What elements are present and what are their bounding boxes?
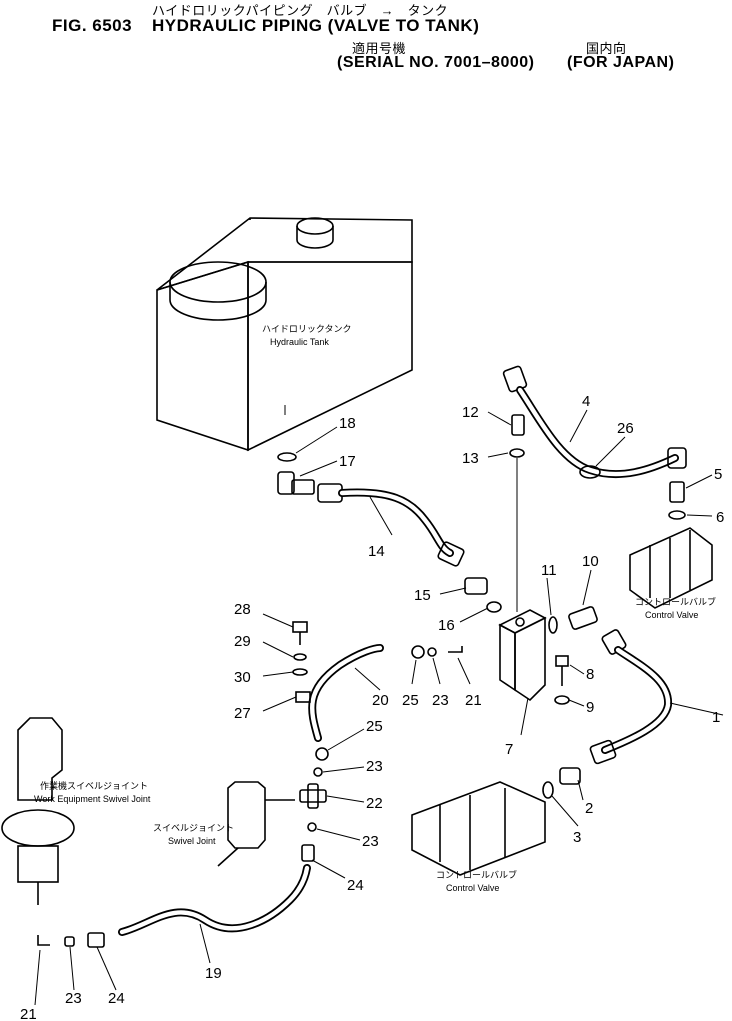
market-english: (FOR JAPAN) [567,54,675,71]
o-ring-16 [486,601,502,613]
callout-4: 4 [582,393,590,410]
callout-11: 11 [541,562,557,579]
adapter-15 [464,577,488,595]
callout-3: 3 [573,829,581,846]
plug-12 [511,414,525,436]
sleeve-23-c [307,822,317,832]
work-equipment-swivel-joint [1,717,75,905]
control-valve-bottom-en: Control Valve [446,883,499,893]
callout-22: 22 [366,795,383,812]
callout-26: 26 [617,420,634,437]
swivel-label-jp: スイベルジョイント [153,823,234,833]
hose-14 [317,483,465,567]
callout-20: 20 [372,692,389,709]
callout-27: 27 [234,705,251,722]
leader-lines [34,409,724,1006]
callout-13: 13 [462,450,479,467]
callout-1: 1 [712,709,720,726]
bolt-8 [555,655,569,686]
callout-14: 14 [368,543,385,560]
nut-24-a [301,844,315,862]
adapter-5 [669,481,685,503]
callout-6: 6 [716,509,724,526]
callout-8: 8 [586,666,594,683]
tank-label-en: Hydraulic Tank [270,337,329,347]
callout-18: 18 [339,415,356,432]
callout-28: 28 [234,601,251,618]
sleeve-23-d [64,936,75,947]
adapter-2 [559,767,581,785]
tube-20 [308,644,384,742]
callout-10: 10 [582,553,599,570]
swivel-label-en: Swivel Joint [168,836,216,846]
control-valve-top-en: Control Valve [645,610,698,620]
callout-25-a: 25 [402,692,419,709]
elbow-10 [568,606,598,630]
callout-15: 15 [414,587,431,604]
callout-24-a: 24 [347,877,364,894]
control-valve-top-jp: コントロールバルブ [635,596,716,607]
callout-23-d: 23 [65,990,82,1007]
callout-19: 19 [205,965,222,982]
hose-1 [589,629,673,765]
callout-5: 5 [714,466,722,483]
market-japanese: 国内向 [586,41,627,56]
elbow-21-a [448,646,463,653]
callout-7: 7 [505,741,513,758]
callout-12: 12 [462,404,479,421]
o-ring-11 [548,616,558,634]
nut-25-a [411,645,425,659]
title-english: HYDRAULIC PIPING (VALVE TO TANK) [152,16,480,35]
work-swivel-label-jp: 作業機スイベルジョイント [40,780,148,791]
washer-9 [554,695,570,705]
control-valve-bottom [411,781,546,876]
o-ring-13 [509,448,525,458]
callout-23-b: 23 [366,758,383,775]
swivel-joint [217,781,295,867]
elbow-21-b [37,935,50,946]
o-ring-3 [542,781,554,799]
callout-21-b: 21 [20,1006,37,1021]
callout-2: 2 [585,800,593,817]
washer-30 [292,668,308,676]
tank-label-jp: ハイドロリックタンク [262,324,351,334]
hydraulic-tank [156,217,413,452]
bracket-7 [498,609,547,702]
hose-4 [502,365,687,479]
nut-25-b [315,747,329,761]
tube-19 [118,864,311,936]
callout-25-b: 25 [366,718,383,735]
work-swivel-label-en: Work Equipment Swivel Joint [34,794,151,804]
callout-23-c: 23 [362,833,379,850]
callout-24-b: 24 [108,990,125,1007]
clamp-27 [295,691,311,703]
serial-range: (SERIAL NO. 7001–8000) [337,54,535,71]
callout-30: 30 [234,669,251,686]
sleeve-23-b [313,767,323,777]
callout-16: 16 [438,617,455,634]
callout-9: 9 [586,699,594,716]
washer-29 [293,653,307,661]
callout-21-a: 21 [465,692,482,709]
callout-29: 29 [234,633,251,650]
tee-22 [299,783,327,809]
figure-number: FIG. 6503 [52,16,133,35]
nut-24-b [87,932,105,948]
o-ring-6 [668,510,686,520]
title-japanese: ハイドロリックパイピング バルブ → タンク [152,3,449,18]
serial-japanese: 適用号機 [352,41,407,56]
control-valve-bottom-jp: コントロールバルブ [436,869,517,880]
control-valve-top [629,527,713,609]
sleeve-23-a [427,647,437,657]
callout-17: 17 [339,453,356,470]
elbow-fitting-17 [277,452,315,495]
bolt-28 [292,621,308,645]
callout-23-a: 23 [432,692,449,709]
